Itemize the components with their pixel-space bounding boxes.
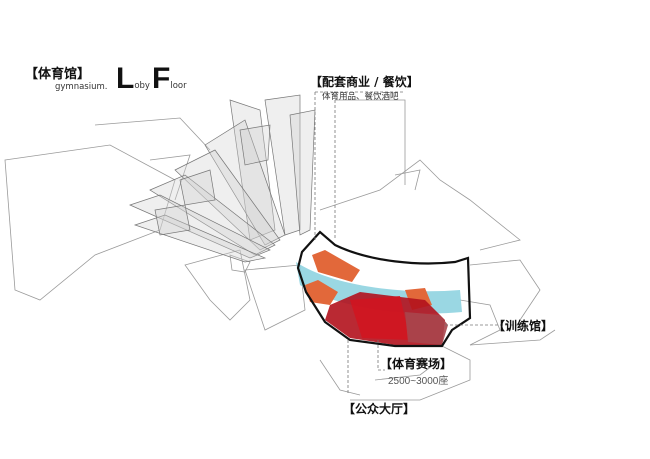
orange-block-1 bbox=[312, 250, 360, 282]
title-en: gymnasium. bbox=[55, 82, 108, 92]
leader-lines bbox=[314, 91, 540, 395]
label-commercial: 【配套商业 / 餐饮】 bbox=[310, 75, 419, 89]
label-arena: 【体育赛场】 bbox=[380, 357, 453, 371]
fan-volumes bbox=[129, 94, 316, 263]
letter-l: L bbox=[116, 62, 135, 95]
orange-block-2 bbox=[305, 280, 338, 305]
label-training: 【训练馆】 bbox=[493, 319, 554, 333]
word-loor: loor bbox=[170, 81, 187, 91]
title-floor: Floor bbox=[152, 64, 187, 94]
title-loby: Loby bbox=[116, 64, 150, 94]
building-outline bbox=[296, 230, 472, 348]
label-hall: 【公众大厅】 bbox=[343, 402, 416, 416]
word-oby: oby bbox=[134, 81, 150, 91]
title-cn: 【体育馆】 bbox=[25, 67, 91, 82]
arena-red-dark bbox=[350, 296, 410, 340]
letter-f: F bbox=[152, 62, 171, 95]
training-block bbox=[405, 312, 448, 345]
label-commercial-sub: 体育用品、餐饮酒吧 bbox=[322, 92, 399, 102]
building bbox=[296, 230, 472, 348]
site-context-lines bbox=[4, 99, 556, 401]
label-arena-sub: 2500~3000座 bbox=[388, 376, 449, 387]
